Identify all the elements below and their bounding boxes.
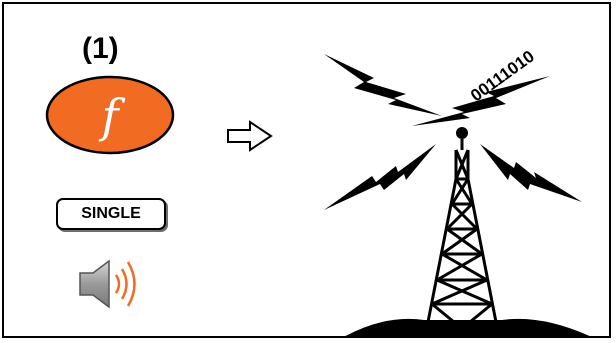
tower-structure — [340, 127, 596, 338]
radio-tower-icon — [304, 34, 604, 338]
step-number: (1) — [82, 34, 119, 64]
speaker-icon — [76, 257, 148, 316]
function-key[interactable]: f — [44, 74, 176, 156]
single-mode-button[interactable]: SINGLE — [56, 198, 166, 230]
function-key-icon: f — [44, 74, 176, 156]
right-arrow-outline-icon — [226, 120, 274, 157]
diagram-frame: (1) f SINGLE — [2, 2, 611, 338]
